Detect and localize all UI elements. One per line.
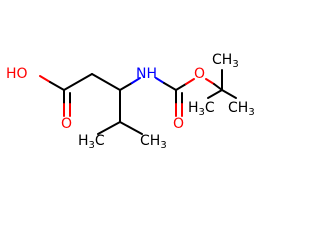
- bond-oester-cq: [213, 83, 223, 91]
- bond-carb-oester-o: [185, 78, 195, 85]
- atom-tbu-methyl-left-c: C: [205, 100, 215, 116]
- atom-amine: NH: [136, 66, 157, 82]
- bond-n-c-carbon: [163, 82, 177, 91]
- atom-acid-carbonyl-o: O: [61, 116, 72, 132]
- chemical-structure-diagram: HO O NH O O H3C CH3 CH3 CH3 H3C: [6, 52, 255, 151]
- atom-methyl-left-c: C: [95, 133, 105, 149]
- atom-methyl-right-ch: CH: [140, 133, 160, 149]
- bond-oester-cq-o: [205, 78, 215, 85]
- atom-tbu-methyl-right-sub: 3: [248, 107, 254, 118]
- bond-ipr-me-right: [119, 121, 143, 135]
- atom-methyl-left: H3C: [78, 133, 105, 151]
- atom-hydroxyl: HO: [6, 66, 28, 82]
- atom-ester-o: O: [194, 66, 205, 82]
- atom-methyl-left-sub: 3: [89, 140, 95, 151]
- bond-cq-me-down: [207, 89, 223, 99]
- atom-methyl-right: CH3: [140, 133, 167, 151]
- bond-cq-me-right: [221, 89, 237, 99]
- atom-tbu-methyl-right: CH3: [228, 100, 255, 118]
- bond-n-c: [155, 77, 165, 84]
- bond-carb-oester: [175, 83, 187, 91]
- atom-carbamate-carbonyl-o: O: [173, 116, 184, 132]
- atom-tbu-methyl-right-ch: CH: [228, 100, 248, 116]
- bond-ch-n-n: [131, 77, 141, 84]
- atom-tbu-methyl-left-h: H: [188, 100, 199, 116]
- atom-tbu-methyl-top-ch: CH: [212, 52, 232, 68]
- atom-tbu-methyl-left-sub: 3: [199, 107, 205, 118]
- atom-tbu-methyl-left: H3C: [188, 100, 215, 118]
- bond-ch2-ch: [91, 73, 121, 91]
- atom-tbu-methyl-top-sub: 3: [232, 59, 238, 70]
- atom-tbu-methyl-top: CH3: [212, 52, 239, 70]
- bond-ch-n: [119, 82, 133, 91]
- bond-oh-c-carbon: [49, 81, 65, 91]
- bond-oh-c: [39, 75, 51, 83]
- atom-methyl-right-sub: 3: [160, 140, 166, 151]
- atom-methyl-left-h: H: [78, 133, 89, 149]
- bond-c-ch2: [63, 73, 93, 91]
- bond-ipr-me-left: [97, 121, 121, 135]
